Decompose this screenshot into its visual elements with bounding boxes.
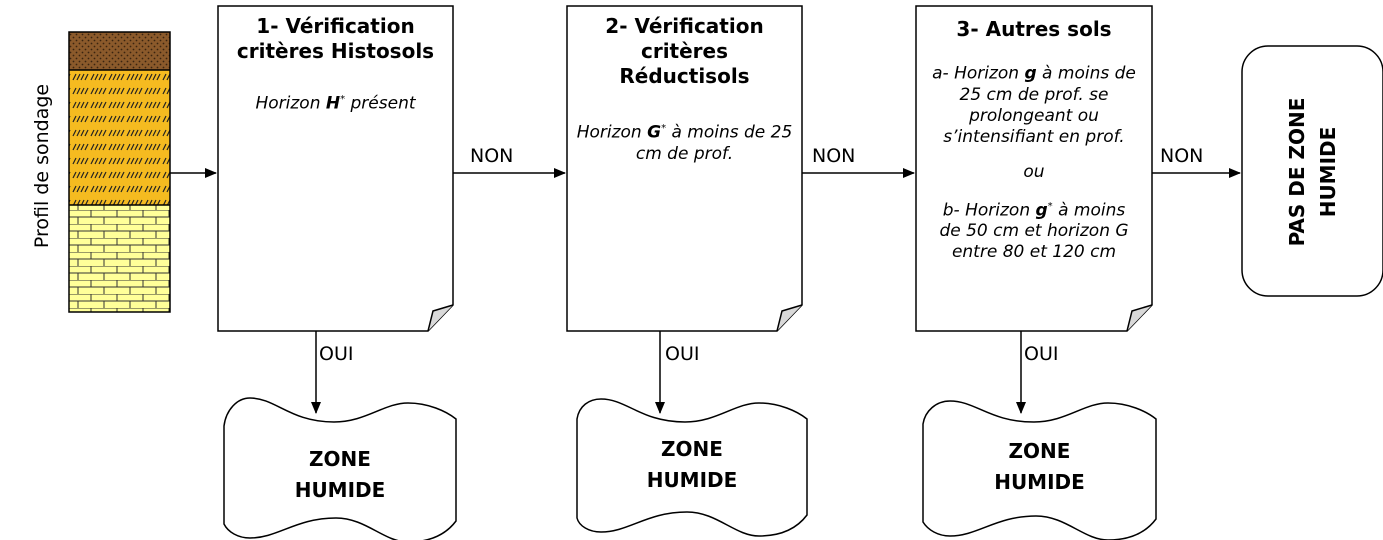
soil-profile (68, 31, 171, 313)
step-2-criteria: Horizon G* à moins de 25 cm de prof. (576, 122, 793, 164)
result-shape-3 (922, 400, 1157, 540)
result-shape-2 (576, 398, 808, 537)
step-3-title: 3- Autres sols (956, 17, 1112, 41)
step-3-criteria-a: a- Horizon g à moins de 25 cm de prof. s… (932, 63, 1136, 147)
result-zone-humide-1: ZONE HUMIDE (294, 447, 386, 502)
step-box-1: 1- Vérification critères Histosols Horiz… (218, 14, 453, 115)
oui-label-3: OUI (1024, 343, 1059, 365)
step-box-2: 2- Vérification critères Réductisols Hor… (567, 14, 802, 165)
oui-label-2: OUI (665, 343, 700, 365)
non-label-2: NON (812, 145, 856, 167)
oui-label-1: OUI (319, 343, 354, 365)
non-label-3: NON (1160, 145, 1204, 167)
terminal-box-shape (1241, 45, 1383, 297)
step-3-criteria-or: ou (1023, 161, 1045, 182)
step-1-title: 1- Vérification critères Histosols (236, 14, 435, 63)
non-label-1: NON (470, 145, 514, 167)
step-box-3: 3- Autres sols a- Horizon g à moins de 2… (916, 17, 1152, 263)
result-zone-humide-3: ZONE HUMIDE (994, 439, 1085, 494)
result-zone-humide-2: ZONE HUMIDE (646, 437, 738, 492)
result-shape-1 (223, 397, 457, 540)
step-2-title: 2- Vérification critères Réductisols (605, 14, 764, 88)
step-3-criteria-b: b- Horizon g* à moins de 50 cm et horizo… (939, 200, 1129, 263)
step-1-criteria: Horizon H* présent (255, 93, 416, 114)
